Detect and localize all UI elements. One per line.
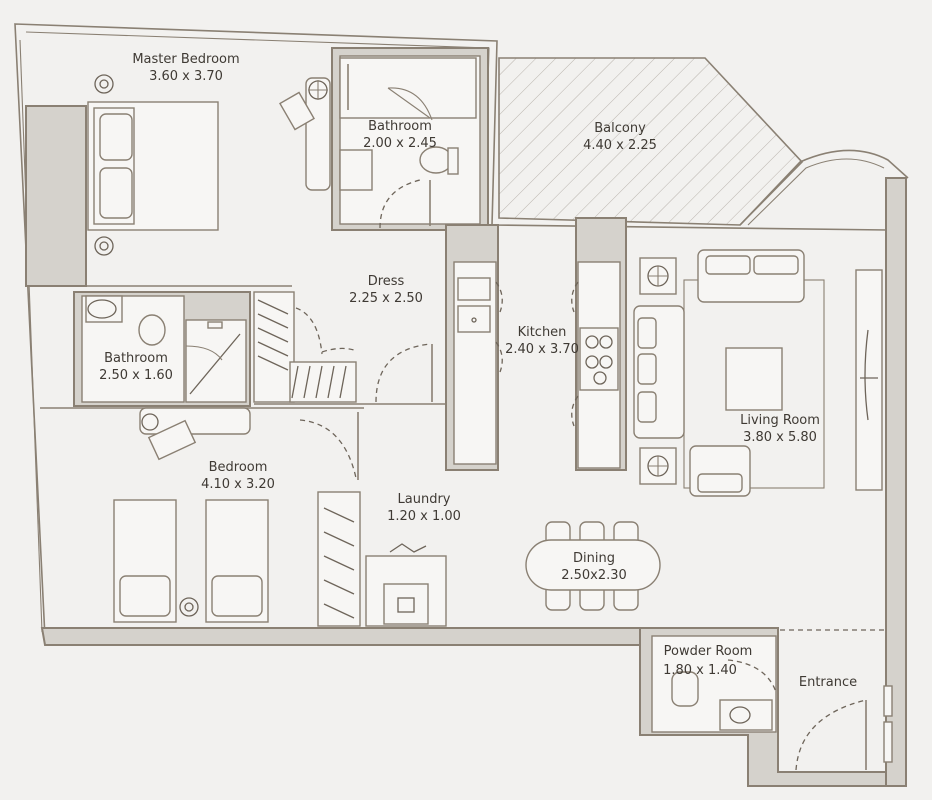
- living-room-size: 3.80 x 5.80: [743, 430, 817, 445]
- dining: [525, 521, 661, 611]
- lamp-icon: [94, 74, 114, 94]
- kitchen-name: Kitchen: [518, 325, 567, 340]
- living-room: [633, 249, 883, 497]
- bathroom-second-size: 2.50 x 1.60: [99, 368, 173, 383]
- laundry-size: 1.20 x 1.00: [387, 509, 461, 524]
- dress-size: 2.25 x 2.50: [349, 291, 423, 306]
- bathtub-icon: [339, 57, 477, 119]
- bathroom-master-size: 2.00 x 2.45: [363, 136, 437, 151]
- laundry-name: Laundry: [398, 492, 451, 507]
- sink-icon: [719, 699, 773, 731]
- bedroom-name: Bedroom: [209, 460, 268, 475]
- dining-table: [525, 539, 661, 591]
- wardrobe-icon: [317, 491, 361, 627]
- coffee-table: [725, 347, 783, 411]
- kitchen-size: 2.40 x 3.70: [505, 342, 579, 357]
- shower-icon: [185, 319, 247, 403]
- lamp-icon: [639, 257, 677, 295]
- right-wall: [885, 177, 907, 787]
- living-room-name: Living Room: [740, 413, 820, 428]
- bottom-wall: [40, 627, 641, 646]
- bed-icon: [205, 499, 269, 623]
- stove-icon: [579, 327, 619, 391]
- bedroom-size: 4.10 x 3.20: [201, 477, 275, 492]
- bed-icon: [113, 499, 177, 623]
- armchair-icon: [689, 445, 751, 497]
- sink-icon: [457, 277, 491, 301]
- bathroom-second-name: Bathroom: [104, 351, 168, 366]
- bathroom-master-name: Bathroom: [368, 119, 432, 134]
- sink-icon: [87, 299, 117, 319]
- sofa-icon: [633, 305, 685, 439]
- lamp-icon: [94, 236, 114, 256]
- tv-unit: [855, 269, 883, 491]
- powder-room-name: Powder Room: [664, 644, 753, 659]
- balcony: [498, 57, 909, 226]
- master-bathroom: [331, 47, 489, 231]
- dining-name: Dining: [573, 551, 615, 566]
- lamp-icon: [179, 597, 199, 617]
- entrance: [780, 629, 893, 771]
- toilet-icon: [138, 314, 166, 346]
- kitchen: [445, 217, 627, 471]
- master-bedroom: [87, 74, 331, 256]
- left-wall-block: [25, 105, 87, 287]
- master-bedroom-name: Master Bedroom: [132, 52, 239, 67]
- dress-room: [86, 285, 446, 405]
- laundry: [365, 543, 447, 627]
- washer-icon: [383, 583, 429, 625]
- balcony-name: Balcony: [594, 121, 646, 136]
- balcony-size: 4.40 x 2.25: [583, 138, 657, 153]
- master-bedroom-size: 3.60 x 3.70: [149, 69, 223, 84]
- sofa-icon: [697, 249, 805, 303]
- powder-room-size: 1.80 x 1.40: [663, 663, 737, 678]
- wardrobe-icon: [253, 291, 295, 403]
- bedroom: [40, 407, 364, 627]
- lamp-icon: [639, 447, 677, 485]
- entrance-name: Entrance: [799, 675, 857, 690]
- dress-name: Dress: [368, 274, 405, 289]
- second-bathroom: [73, 291, 251, 407]
- powder-room: [651, 635, 777, 733]
- bed-icon: [87, 101, 219, 231]
- toilet-icon: [671, 671, 699, 707]
- room-labels: Master Bedroom 3.60 x 3.70 Bathroom 2.00…: [99, 52, 857, 690]
- dining-size: 2.50x2.30: [561, 568, 627, 583]
